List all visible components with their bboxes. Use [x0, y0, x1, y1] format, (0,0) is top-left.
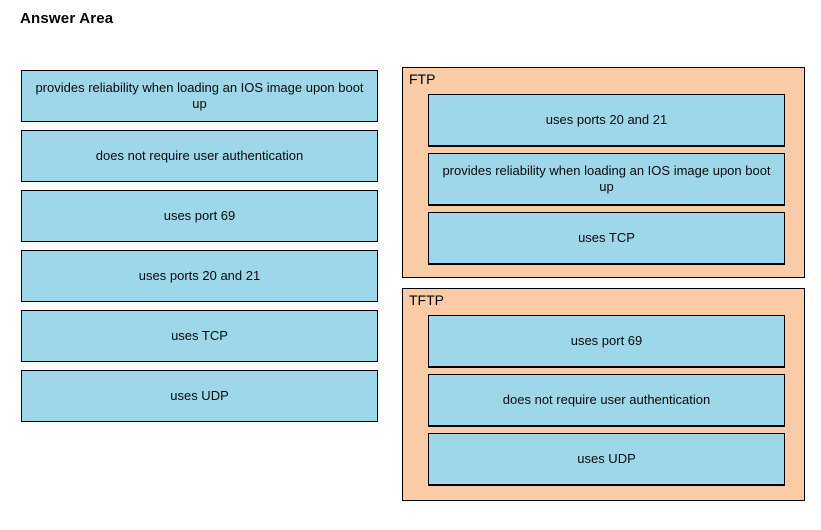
drop-target-ftp-label: FTP: [409, 71, 436, 87]
dropped-item-tftp-port-69[interactable]: uses port 69: [428, 315, 785, 367]
answer-options-list: provides reliability when loading an IOS…: [21, 70, 378, 422]
answer-option-ports-20-21[interactable]: uses ports 20 and 21: [21, 250, 378, 302]
answer-option-port-69[interactable]: uses port 69: [21, 190, 378, 242]
drop-target-tftp-items: uses port 69 does not require user authe…: [428, 315, 785, 485]
dropped-item-tftp-no-auth[interactable]: does not require user authentication: [428, 374, 785, 426]
answer-option-udp[interactable]: uses UDP: [21, 370, 378, 422]
drop-target-ftp-items: uses ports 20 and 21 provides reliabilit…: [428, 94, 785, 264]
dropped-item-ftp-reliability[interactable]: provides reliability when loading an IOS…: [428, 153, 785, 205]
answer-option-reliability[interactable]: provides reliability when loading an IOS…: [21, 70, 378, 122]
dropped-item-ftp-tcp[interactable]: uses TCP: [428, 212, 785, 264]
dropped-item-tftp-udp[interactable]: uses UDP: [428, 433, 785, 485]
dropped-item-ftp-ports-20-21[interactable]: uses ports 20 and 21: [428, 94, 785, 146]
answer-option-no-auth[interactable]: does not require user authentication: [21, 130, 378, 182]
page-title: Answer Area: [20, 10, 114, 27]
drop-target-ftp[interactable]: FTP uses ports 20 and 21 provides reliab…: [402, 67, 805, 278]
drop-target-tftp-label: TFTP: [409, 292, 444, 308]
drop-target-tftp[interactable]: TFTP uses port 69 does not require user …: [402, 288, 805, 501]
answer-option-tcp[interactable]: uses TCP: [21, 310, 378, 362]
